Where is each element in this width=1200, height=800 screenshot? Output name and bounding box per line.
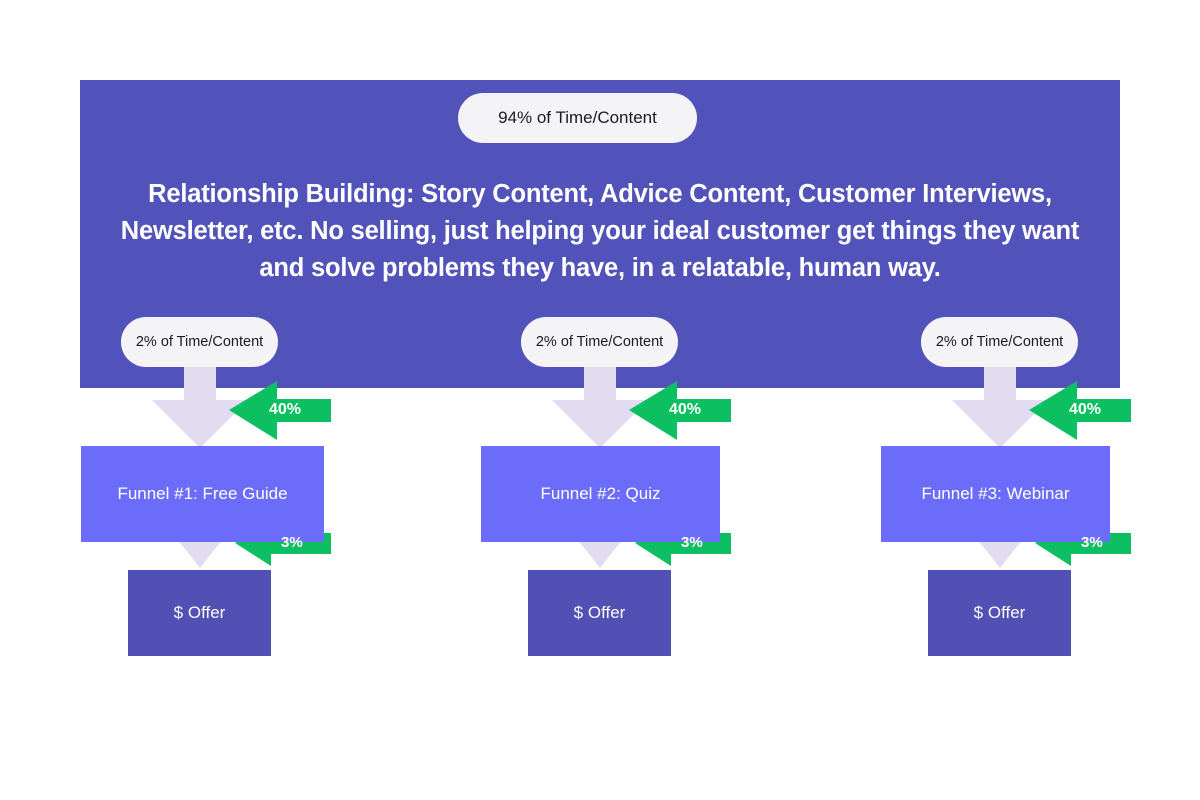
pill-2-percent-time-content-1: 2% of Time/Content	[121, 317, 278, 367]
offer-label-3: $ Offer	[973, 603, 1026, 622]
offer-label-2: $ Offer	[573, 603, 626, 622]
rate-label-3-percent-2: 3%	[681, 534, 703, 551]
funnel-label-2: Funnel #2: Quiz	[540, 484, 661, 503]
pill-2-label-1: 2% of Time/Content	[135, 334, 264, 350]
pill-94-label: 94% of Time/Content	[498, 108, 657, 127]
offer-box-2: $ Offer	[528, 570, 671, 656]
pill-2-label-2: 2% of Time/Content	[535, 334, 664, 350]
rate-label-40-percent-2: 40%	[669, 401, 702, 418]
funnel-box-3: Funnel #3: Webinar	[881, 446, 1110, 542]
pill-2-label-3: 2% of Time/Content	[935, 334, 1064, 350]
offer-label-1: $ Offer	[173, 603, 226, 622]
rate-label-3-percent-3: 3%	[1081, 534, 1103, 551]
banner-headline: Relationship Building: Story Content, Ad…	[120, 180, 1080, 282]
rate-label-3-percent-1: 3%	[281, 534, 303, 551]
pill-2-percent-time-content-3: 2% of Time/Content	[921, 317, 1078, 367]
offer-box-1: $ Offer	[128, 570, 271, 656]
rate-label-40-percent-3: 40%	[1069, 401, 1102, 418]
funnel-label-3: Funnel #3: Webinar	[921, 484, 1070, 503]
funnel-box-2: Funnel #2: Quiz	[481, 446, 720, 542]
rate-label-40-percent-1: 40%	[269, 401, 302, 418]
funnel-label-1: Funnel #1: Free Guide	[117, 484, 288, 503]
funnel-box-1: Funnel #1: Free Guide	[81, 446, 324, 542]
pill-94-percent-time-content: 94% of Time/Content	[458, 93, 697, 143]
pill-2-percent-time-content-2: 2% of Time/Content	[521, 317, 678, 367]
offer-box-3: $ Offer	[928, 570, 1071, 656]
